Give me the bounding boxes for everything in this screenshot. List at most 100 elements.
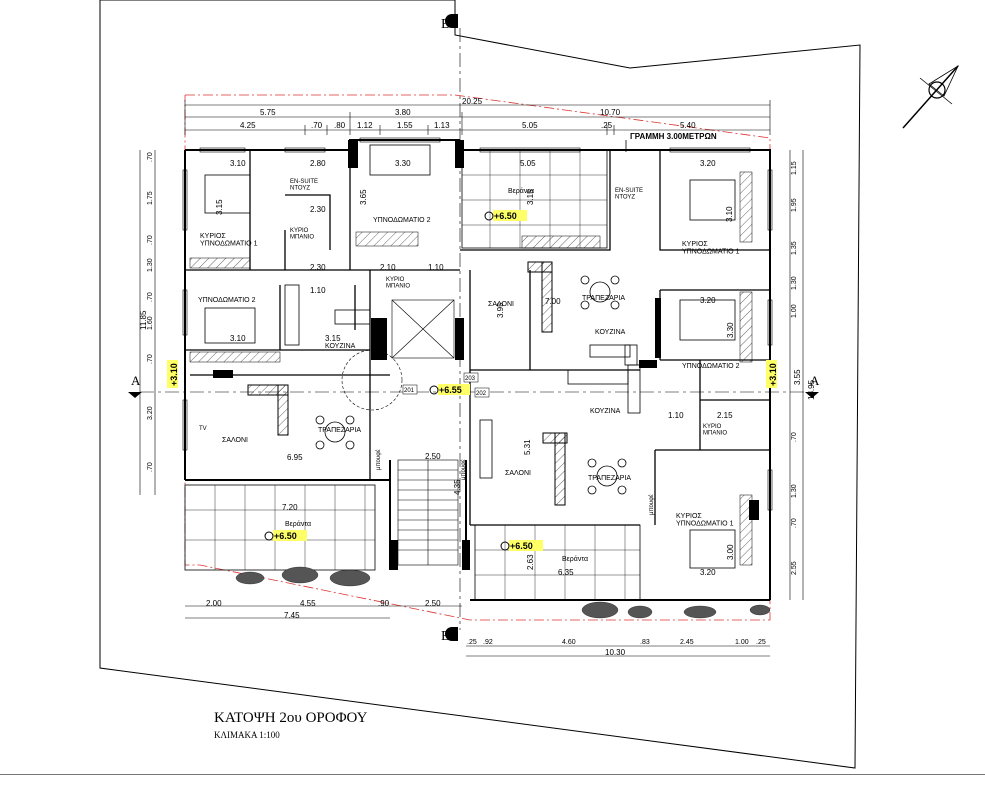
dim-inner-24: 2.63 bbox=[526, 554, 535, 570]
room-bed2-left: ΥΠΝΟΔΩΜΑΤΙΟ 2 bbox=[198, 297, 256, 304]
dim-left-2: 1.75 bbox=[147, 191, 154, 205]
dim-inner-19: 6.95 bbox=[287, 453, 303, 462]
level-veranda-s: +6.50 bbox=[510, 541, 533, 551]
dim-top-r3-2: .70 bbox=[311, 121, 323, 130]
dim-right-total2: 3.55 bbox=[793, 369, 802, 385]
dim-left-9: .70 bbox=[147, 462, 154, 472]
section-marker-b-bottom: B bbox=[441, 627, 458, 644]
room-veranda-s: Βεράντα bbox=[562, 555, 588, 563]
level-veranda-nw: +6.50 bbox=[494, 211, 517, 221]
room-living-left: ΣΑΛΟΝΙ bbox=[222, 437, 248, 444]
svg-text:202: 202 bbox=[476, 391, 487, 397]
stair-number-203: 203 bbox=[463, 372, 479, 383]
stair-core bbox=[341, 299, 459, 566]
storage-3: μπουφέ bbox=[460, 459, 467, 480]
setback-note-text: ΓΡΑΜΜΗ 3.00ΜΕΤΡΩΝ bbox=[630, 132, 717, 141]
dim-right-6: .70 bbox=[791, 432, 798, 442]
section-marker-a-left: A bbox=[128, 373, 142, 398]
setback-line bbox=[184, 94, 771, 621]
dim-inner-34: 3.00 bbox=[726, 544, 735, 560]
level-veranda-sw: +6.50 bbox=[274, 531, 297, 541]
dim-inner-9: 2.30 bbox=[310, 263, 326, 272]
dim-inner-4: 3.20 bbox=[700, 159, 716, 168]
dim-bottom-r1: .25 bbox=[467, 639, 477, 646]
dim-inner-21: 2.50 bbox=[425, 452, 441, 461]
dim-bottom-l3: .90 bbox=[378, 599, 390, 608]
level-right-mark: +3.10 bbox=[768, 363, 778, 386]
dim-inner-6: 3.65 bbox=[359, 189, 368, 205]
room-kitchen-south: ΚΟΥΖΙΝΑ bbox=[590, 408, 621, 415]
room-veranda-sw: Βεράντα bbox=[285, 520, 311, 528]
dim-right-2: 1.95 bbox=[791, 198, 798, 212]
dim-left-7: .70 bbox=[147, 354, 154, 364]
dim-inner-8: 2.30 bbox=[310, 205, 326, 214]
dim-right-total: 15.95 bbox=[807, 379, 816, 400]
dim-bottom-l2: 4.55 bbox=[300, 599, 316, 608]
dim-inner-5: 3.15 bbox=[215, 199, 224, 215]
dim-inner-3: 5.05 bbox=[520, 159, 536, 168]
dim-top-2: 3.80 bbox=[395, 108, 411, 117]
dim-inner-23: 5.31 bbox=[523, 439, 532, 455]
plot-boundary bbox=[99, 0, 861, 769]
dim-top-r3-5: 1.55 bbox=[397, 121, 413, 130]
dim-right-3: 1.35 bbox=[791, 241, 798, 255]
right-dimensions bbox=[789, 150, 804, 600]
dim-bottom-r4: .83 bbox=[640, 639, 650, 646]
bottom-dimensions bbox=[185, 605, 770, 657]
dim-inner-26: 7.00 bbox=[545, 297, 561, 306]
dim-right-8: .70 bbox=[791, 518, 798, 528]
dim-top-r3-3: .80 bbox=[334, 121, 346, 130]
dim-top-r3-6: 1.13 bbox=[434, 121, 450, 130]
dim-top-r3-7: 5.05 bbox=[522, 121, 538, 130]
dim-left-total: 11.85 bbox=[139, 310, 148, 330]
veranda-nw-grid bbox=[462, 150, 607, 248]
room-living-south: ΣΑΛΟΝΙ bbox=[505, 470, 531, 477]
dim-bottom-r5: 2.45 bbox=[680, 639, 694, 646]
dim-bottom-l1: 2.00 bbox=[206, 599, 222, 608]
columns bbox=[213, 140, 759, 570]
level-left-mark: +3.10 bbox=[169, 363, 179, 386]
beds bbox=[204, 144, 736, 569]
dim-top-1: 5.75 bbox=[260, 108, 276, 117]
dim-inner-12: 1.10 bbox=[310, 286, 326, 295]
stair-number-201: 201 bbox=[402, 384, 418, 395]
room-dining-left: ΤΡΑΠΕΖΑΡΙΑ bbox=[318, 427, 361, 434]
section-marker-a-right: A bbox=[805, 373, 820, 398]
dim-inner-28: 3.10 bbox=[725, 206, 734, 222]
dim-bottom-r3: 4.60 bbox=[562, 639, 576, 646]
dim-inner-30: 3.30 bbox=[726, 322, 735, 338]
dim-right-4: 1.30 bbox=[791, 276, 798, 290]
section-a-label-right: A bbox=[810, 373, 820, 388]
windows bbox=[182, 137, 773, 511]
dim-left-5: .70 bbox=[147, 292, 154, 302]
room-dining-center: ΤΡΑΠΕΖΑΡΙΑ bbox=[582, 295, 625, 302]
dim-inner-20: 7.20 bbox=[282, 503, 298, 512]
room-bed2-right: ΥΠΝΟΔΩΜΑΤΙΟ 2 bbox=[682, 363, 740, 370]
dim-inner-10: 2.10 bbox=[380, 263, 396, 272]
dim-left-8: 3.20 bbox=[147, 406, 154, 420]
drawing-title: ΚΑΤΟΨΗ 2ου ΟΡΟΦΟΥ bbox=[214, 710, 368, 726]
dim-top-3: 10.70 bbox=[600, 108, 621, 117]
dim-top-r3-8: .25 bbox=[601, 121, 613, 130]
dim-inner-15: 3.15 bbox=[325, 334, 341, 343]
room-kitchen-center: ΚΟΥΖΙΝΑ bbox=[595, 329, 626, 336]
veranda-sw-grid bbox=[185, 485, 375, 570]
dim-bottom-r7: .25 bbox=[756, 639, 766, 646]
svg-text:203: 203 bbox=[465, 376, 476, 382]
dim-inner-29: 3.20 bbox=[700, 296, 716, 305]
drawing-scale: ΚΛΙΜΑΚΑ 1:100 bbox=[214, 730, 280, 740]
wardrobes bbox=[189, 171, 753, 566]
dim-inner-33: 3.20 bbox=[700, 568, 716, 577]
dim-right-7: 1.30 bbox=[791, 484, 798, 498]
dim-left-6: 1.60 bbox=[147, 316, 154, 330]
dim-inner-22: 4.35 bbox=[453, 479, 462, 495]
dim-bottom-r6: 1.00 bbox=[735, 639, 749, 646]
dim-right-5: 1.00 bbox=[791, 304, 798, 318]
